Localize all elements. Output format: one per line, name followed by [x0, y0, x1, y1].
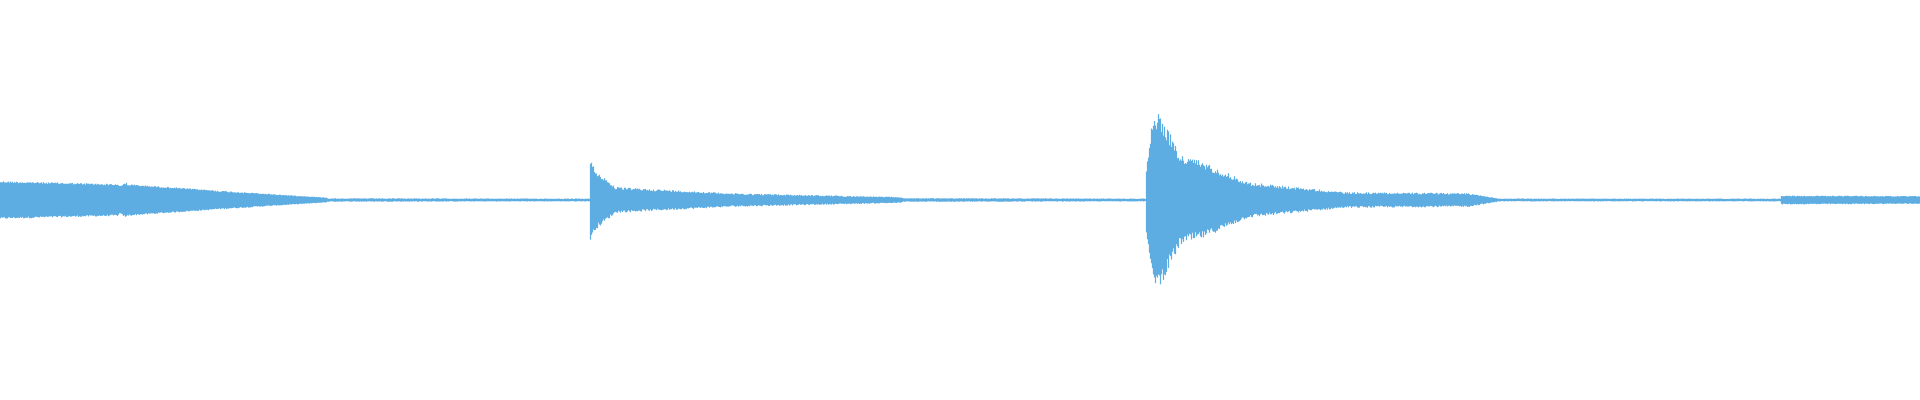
waveform-path — [0, 114, 1920, 285]
waveform-bars — [0, 114, 1920, 285]
